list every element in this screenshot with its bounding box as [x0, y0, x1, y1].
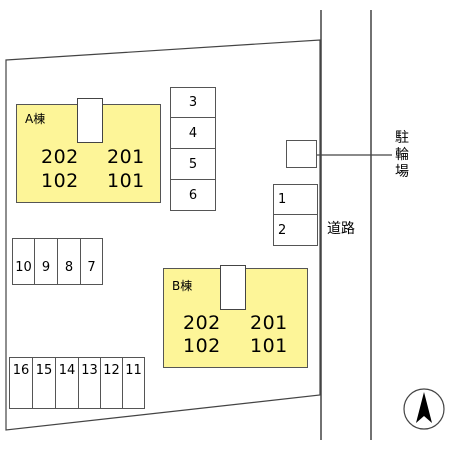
building-a-unit-101: 101 — [107, 170, 145, 192]
parking-space-7: 7 — [80, 238, 103, 285]
building-b-unit-101: 101 — [250, 335, 288, 357]
building-b-stairwell — [220, 265, 246, 310]
building-b-unit-102: 102 — [183, 335, 221, 357]
parking-space-10: 10 — [12, 238, 35, 285]
road-label: 道路 — [327, 221, 355, 237]
building-a-unit-201: 201 — [107, 146, 145, 168]
building-b-unit-201: 201 — [250, 312, 288, 334]
parking-space-13: 13 — [78, 357, 101, 409]
parking-space-12: 12 — [100, 357, 123, 409]
parking-space-16: 16 — [9, 357, 33, 409]
bicycle-parking-char-3: 場 — [395, 164, 409, 180]
bicycle-parking-char-1: 駐 — [395, 130, 409, 146]
parking-space-5: 5 — [170, 148, 216, 180]
building-a-stairwell — [77, 98, 103, 143]
bicycle-parking-box — [286, 140, 317, 168]
lot-boundary — [5, 39, 321, 431]
parking-space-4: 4 — [170, 117, 216, 149]
building-a-unit-102: 102 — [41, 170, 79, 192]
building-b-unit-202: 202 — [183, 312, 221, 334]
building-a-unit-202: 202 — [41, 146, 79, 168]
parking-space-9: 9 — [34, 238, 58, 285]
parking-space-1: 1 — [273, 184, 318, 215]
bicycle-parking-char-2: 輪 — [395, 147, 409, 163]
parking-space-2: 2 — [273, 214, 318, 246]
parking-space-8: 8 — [57, 238, 81, 285]
parking-space-15: 15 — [32, 357, 56, 409]
bicycle-parking-label: 駐 輪 場 — [392, 130, 412, 181]
north-arrow-icon — [403, 388, 445, 430]
parking-space-3: 3 — [170, 87, 216, 118]
building-a-label: A棟 — [25, 112, 46, 126]
parking-space-14: 14 — [55, 357, 79, 409]
parking-space-11: 11 — [122, 357, 145, 409]
parking-space-6: 6 — [170, 179, 216, 211]
building-b-label: B棟 — [172, 279, 193, 293]
